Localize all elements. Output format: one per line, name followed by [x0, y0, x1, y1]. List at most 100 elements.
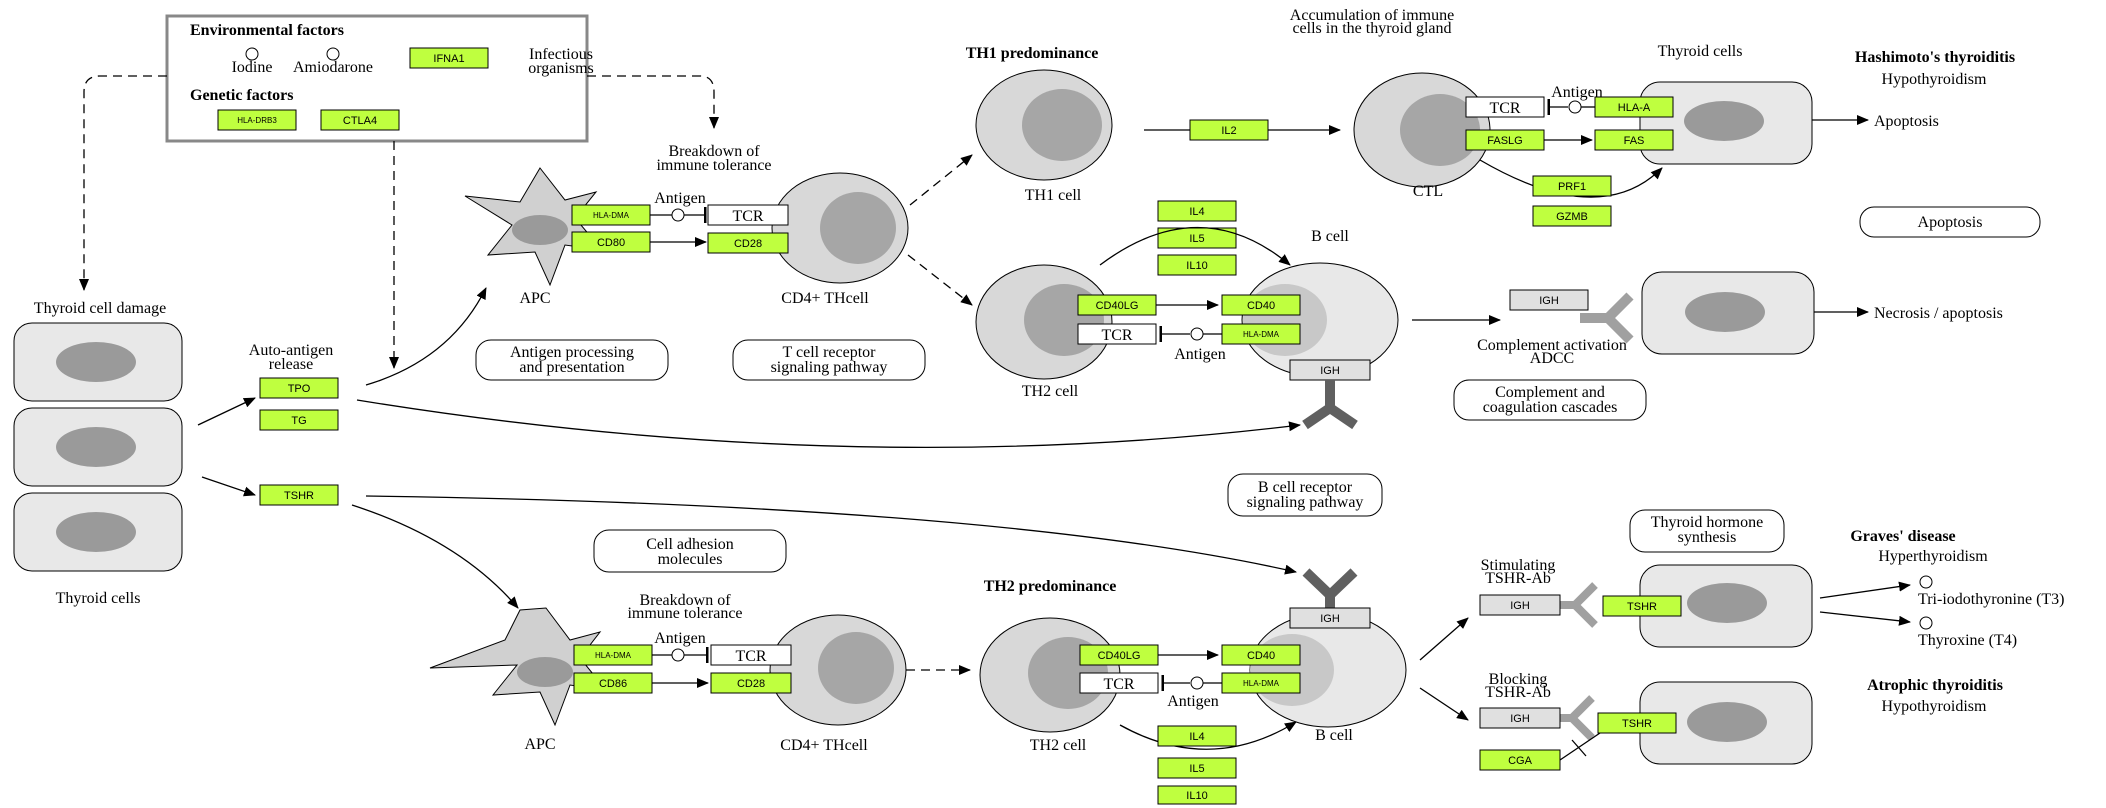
graves-hyperthyroidism: Hyperthyroidism	[1878, 548, 1988, 565]
antigen-upper-icon[interactable]	[671, 208, 685, 222]
gene-il10-upper[interactable]: IL10	[1157, 254, 1237, 276]
map-thyroid-hormone-synthesis[interactable]: Thyroid hormone synthesis	[1629, 509, 1785, 553]
svg-text:TCR: TCR	[732, 208, 763, 225]
gene-tshr-left[interactable]: TSHR	[259, 484, 339, 506]
svg-text:CD86: CD86	[599, 678, 627, 690]
gene-tshr-stimulating[interactable]: TSHR	[1602, 595, 1682, 617]
map-cell-adhesion[interactable]: Cell adhesion molecules	[593, 529, 787, 573]
stimulating-label-2: TSHR-Ab	[1485, 570, 1551, 587]
map-antigen-processing[interactable]: Antigen processing and presentation	[475, 339, 669, 381]
gene-cd40lg-upper[interactable]: CD40LG	[1077, 294, 1157, 316]
map-bcell-receptor[interactable]: B cell receptor signaling pathway	[1227, 473, 1383, 517]
tcr-lower[interactable]: TCR	[710, 644, 792, 666]
gene-cd40-upper[interactable]: CD40	[1221, 294, 1301, 316]
gene-fas[interactable]: FAS	[1594, 129, 1674, 151]
gene-ifna1[interactable]: IFNA1	[409, 47, 489, 69]
th2-cell-upper[interactable]	[975, 264, 1113, 380]
gene-hla-dma-th2-upper[interactable]: HLA-DMA	[1221, 323, 1301, 345]
antigen-lower-icon[interactable]	[671, 648, 685, 662]
tcr-th2-upper[interactable]: TCR	[1077, 323, 1157, 345]
antibody-complement-icon[interactable]	[1580, 292, 1634, 344]
cd4-thcell-lower-label: CD4+ THcell	[780, 737, 868, 754]
gene-hla-a[interactable]: HLA-A	[1594, 96, 1674, 118]
gene-il4-lower[interactable]: IL4	[1157, 725, 1237, 747]
bcell-upper[interactable]	[1241, 262, 1399, 378]
gene-hla-dma-upper[interactable]: HLA-DMA	[571, 204, 651, 226]
amiodarone-compound-icon[interactable]	[326, 47, 340, 61]
gene-cd28-upper[interactable]: CD28	[707, 232, 789, 254]
tcr-upper[interactable]: TCR	[707, 204, 789, 226]
amiodarone-label: Amiodarone	[293, 59, 373, 76]
map-complement[interactable]: Complement and coagulation cascades	[1453, 379, 1647, 421]
gene-gzmb[interactable]: GZMB	[1532, 205, 1612, 227]
thyroid-cell-1[interactable]	[13, 322, 183, 402]
gene-ctla4[interactable]: CTLA4	[320, 109, 400, 131]
dashed-arrow-to-breakdown	[587, 75, 719, 129]
svg-text:Cell adhesion: Cell adhesion	[646, 536, 734, 553]
thyroid-cell-hashimoto[interactable]	[1639, 81, 1813, 165]
ctl-cell[interactable]	[1353, 72, 1491, 188]
antigen-th2-lower-icon[interactable]	[1190, 676, 1204, 690]
igh-bcell-lower[interactable]: IGH	[1289, 607, 1371, 629]
gene-il2[interactable]: IL2	[1189, 119, 1269, 141]
cd4-thcell-lower[interactable]	[769, 614, 907, 726]
gene-prf1[interactable]: PRF1	[1532, 175, 1612, 197]
map-tcr-signaling[interactable]: T cell receptor signaling pathway	[732, 339, 926, 381]
gene-cd86[interactable]: CD86	[573, 672, 653, 694]
gene-cd80[interactable]: CD80	[571, 231, 651, 253]
gene-il10-lower[interactable]: IL10	[1157, 785, 1237, 805]
gene-tg[interactable]: TG	[259, 409, 339, 431]
gene-il5-lower[interactable]: IL5	[1157, 757, 1237, 779]
gene-cd28-lower[interactable]: CD28	[710, 672, 792, 694]
antibody-upper-icon[interactable]	[1302, 380, 1358, 430]
iodine-compound-icon[interactable]	[245, 47, 259, 61]
antigen-ctl-icon[interactable]	[1568, 100, 1582, 114]
lower-breakdown-label-1: Breakdown of	[639, 592, 731, 609]
igh-blocking[interactable]: IGH	[1479, 707, 1561, 729]
thyroid-cell-necrosis[interactable]	[1641, 271, 1815, 355]
thyroid-cell-atrophic[interactable]	[1639, 681, 1813, 765]
antigen-th2-upper-icon[interactable]	[1190, 327, 1204, 341]
thyroid-cell-2[interactable]	[13, 407, 183, 487]
tcr-ctl[interactable]: TCR	[1465, 96, 1545, 118]
atrophic-hypothyroidism: Hypothyroidism	[1882, 698, 1987, 715]
gene-hla-drb3[interactable]: HLA-DRB3	[217, 109, 297, 131]
antibody-lower-icon[interactable]	[1302, 568, 1358, 610]
cd4-thcell-upper[interactable]	[771, 172, 909, 284]
thyroid-cell-graves[interactable]	[1639, 564, 1813, 648]
gene-tpo[interactable]: TPO	[259, 377, 339, 399]
svg-text:IL5: IL5	[1189, 763, 1204, 775]
th1-cell[interactable]	[975, 69, 1113, 181]
gene-il5-upper[interactable]: IL5	[1157, 227, 1237, 249]
thyroid-cell-3[interactable]	[13, 492, 183, 572]
gene-cd40-lower[interactable]: CD40	[1221, 644, 1301, 666]
blocking-label-1: Blocking	[1489, 671, 1548, 688]
tcr-th2-lower[interactable]: TCR	[1079, 672, 1159, 694]
gene-cd40lg-lower[interactable]: CD40LG	[1079, 644, 1159, 666]
t3-compound-icon[interactable]	[1919, 575, 1933, 589]
map-apoptosis[interactable]: Apoptosis	[1859, 206, 2041, 238]
gene-hla-dma-th2-lower[interactable]: HLA-DMA	[1221, 672, 1301, 694]
environmental-factors-title: Environmental factors	[190, 22, 344, 39]
ctl-label: CTL	[1413, 183, 1443, 200]
igh-bcell-upper[interactable]: IGH	[1289, 359, 1371, 381]
genetic-factors-title: Genetic factors	[190, 87, 294, 104]
gene-faslg[interactable]: FASLG	[1465, 129, 1545, 151]
t4-compound-icon[interactable]	[1919, 616, 1933, 630]
apc-lower[interactable]	[429, 607, 608, 727]
bcell-lower-label: B cell	[1315, 727, 1353, 744]
gene-tshr-blocking[interactable]: TSHR	[1597, 712, 1677, 734]
svg-text:TSHR: TSHR	[1627, 601, 1657, 613]
upper-breakdown-label-1: Breakdown of	[668, 143, 760, 160]
svg-text:TSHR: TSHR	[1622, 718, 1652, 730]
svg-text:TPO: TPO	[288, 383, 311, 395]
apc-upper[interactable]	[464, 167, 604, 287]
gene-il4-upper[interactable]: IL4	[1157, 200, 1237, 222]
gene-hla-dma-lower[interactable]: HLA-DMA	[573, 644, 653, 666]
gene-cga[interactable]: CGA	[1479, 749, 1561, 771]
igh-complement[interactable]: IGH	[1509, 289, 1589, 311]
bcell-lower[interactable]	[1249, 612, 1407, 728]
stimulating-label-1: Stimulating	[1481, 557, 1556, 574]
igh-stimulating[interactable]: IGH	[1479, 594, 1561, 616]
